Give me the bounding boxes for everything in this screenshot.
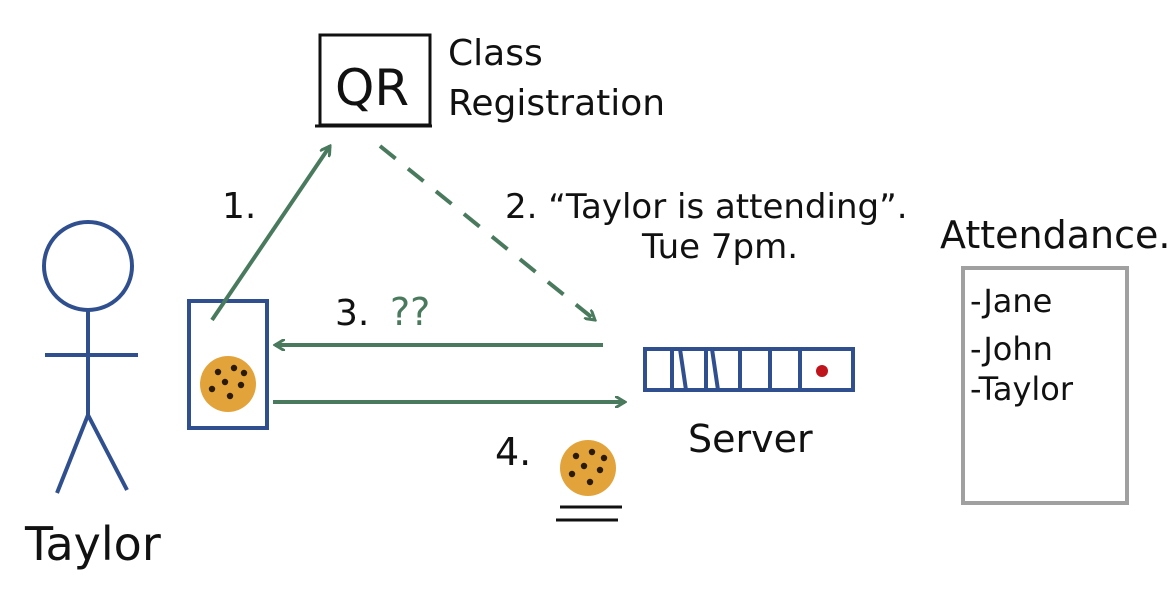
phone xyxy=(187,299,269,430)
qr-caption-registration: Registration xyxy=(448,83,665,124)
attendance-title: Attendance. xyxy=(940,213,1170,257)
cookie-underline xyxy=(556,505,622,522)
attendance-entry: -Taylor xyxy=(970,370,1074,408)
attendance-entry: -John xyxy=(970,330,1053,368)
step4-label: 4. xyxy=(495,430,531,474)
arrow-step2 xyxy=(378,144,595,320)
qr-caption-class: Class xyxy=(448,33,543,74)
arrow-step1 xyxy=(210,146,332,322)
server-label: Server xyxy=(688,417,813,461)
step3-question: ?? xyxy=(390,290,430,334)
person-name: Taylor xyxy=(24,517,161,571)
attendance-list-box xyxy=(961,266,1129,505)
attendance-entry: -Jane xyxy=(970,282,1052,320)
server-icon xyxy=(643,347,855,392)
qr-code-box: QR xyxy=(315,33,432,128)
step3-number: 3. xyxy=(335,293,369,334)
step1-label: 1. xyxy=(222,186,256,227)
cookie-icon xyxy=(200,356,256,412)
server-status-dot xyxy=(816,365,828,377)
qr-label: QR xyxy=(335,59,409,117)
step2-line2: Tue 7pm. xyxy=(641,227,798,267)
sent-cookie-icon xyxy=(560,440,616,496)
step2-line1: 2. “Taylor is attending”. xyxy=(505,187,908,227)
stick-figure xyxy=(42,220,138,494)
